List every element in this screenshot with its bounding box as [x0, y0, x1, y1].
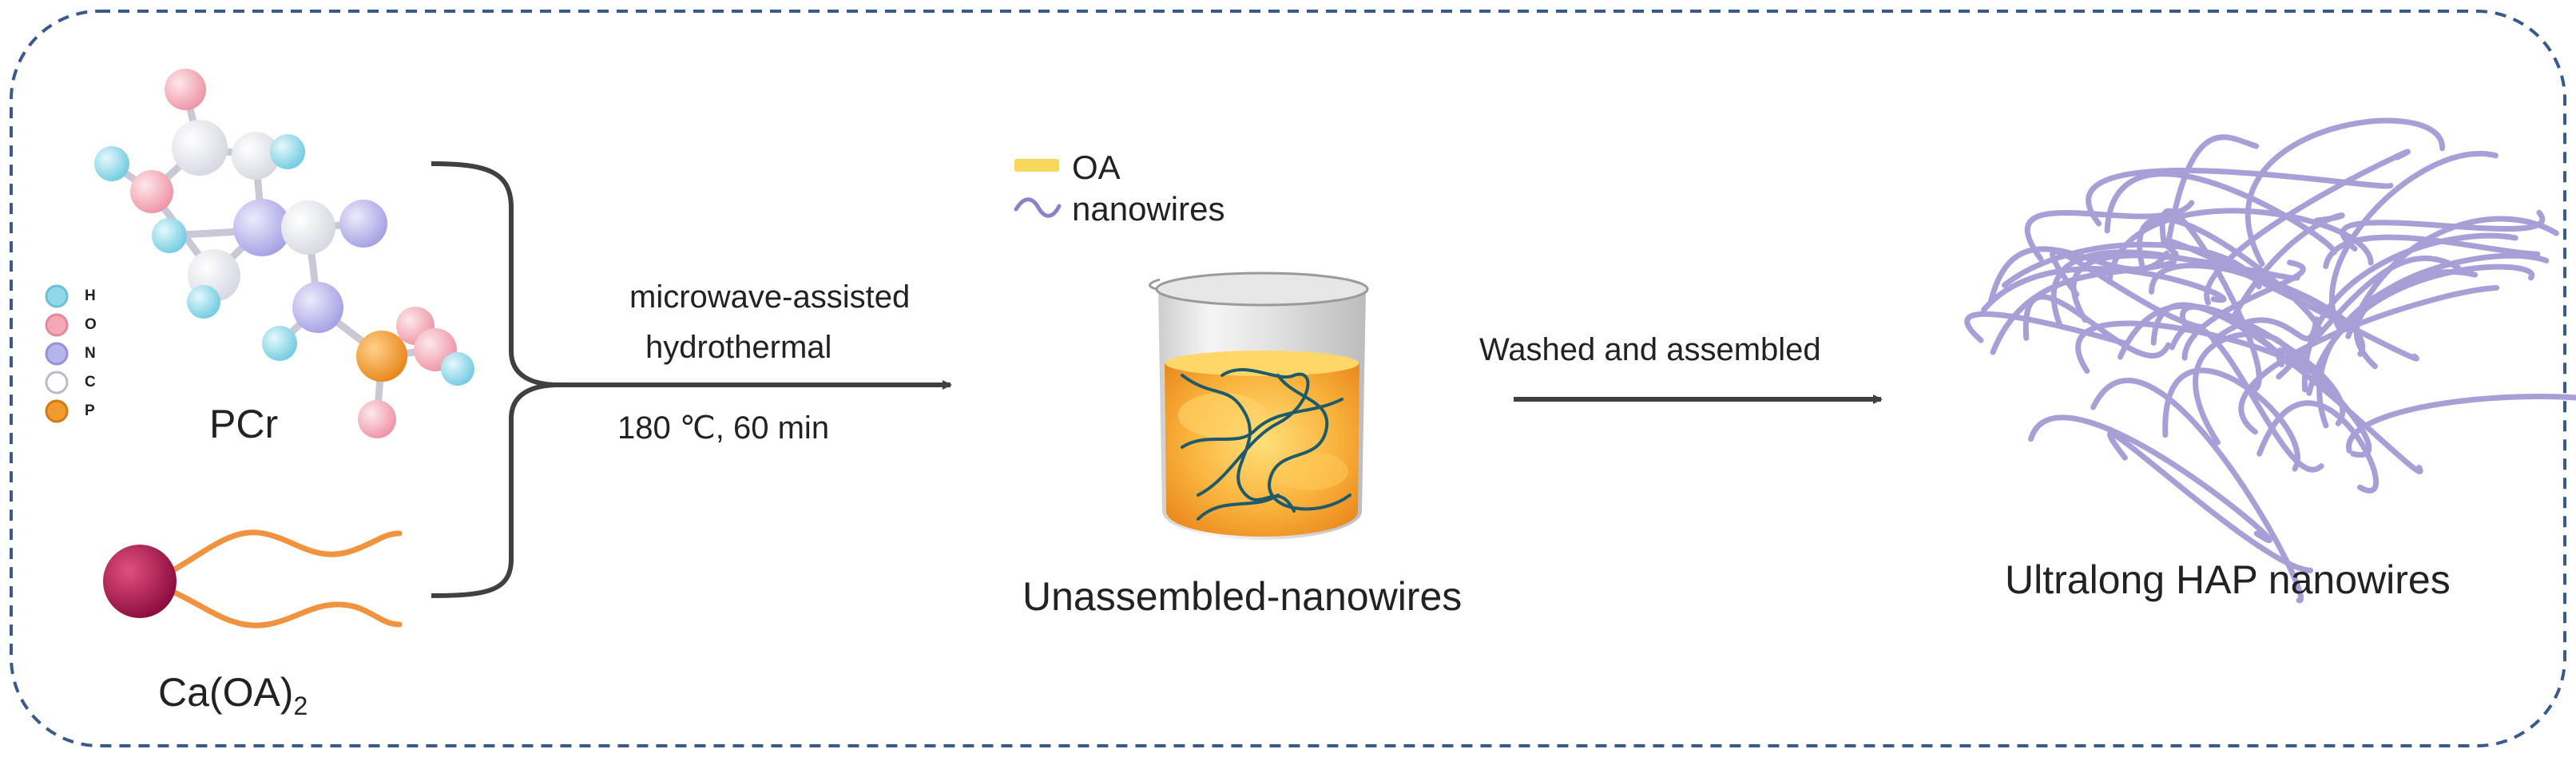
nanowire-strand — [2328, 151, 2499, 332]
legend-label-n: N — [85, 345, 96, 362]
nanowire-strand — [2181, 260, 2306, 361]
nanowire-strand — [2162, 238, 2419, 362]
nanowire-strand — [1990, 259, 2177, 355]
hap-nanowire-bundle — [1964, 117, 2576, 604]
nanowire-strand — [2256, 400, 2380, 493]
nanowire-strand — [2104, 171, 2337, 256]
nanowire-strand — [2028, 414, 2272, 544]
legend-dot-o — [45, 313, 69, 337]
nanowire-strand — [2323, 234, 2541, 270]
atom-legend — [45, 284, 69, 423]
nanowire-strand — [2231, 212, 2345, 319]
nanowire-strand — [2002, 241, 2262, 290]
legend-dot-p — [45, 399, 69, 423]
step1-conditions: 180 ℃, 60 min — [617, 410, 830, 446]
nanowire-strand — [1981, 266, 2227, 313]
nanowire-strand — [2345, 216, 2559, 339]
nanowire-strand — [2086, 168, 2394, 227]
beaker — [1149, 271, 1369, 540]
oa-legend-label: OA — [1072, 149, 1121, 186]
legend-dot-h — [45, 284, 69, 308]
caoa2-label-sub: 2 — [293, 692, 308, 720]
nanowire-strand — [2107, 430, 2314, 573]
pcr-molecule — [94, 69, 474, 438]
step1-line2: hydrothermal — [645, 330, 832, 365]
merge-bracket — [431, 161, 560, 598]
pcr-label: PCr — [209, 402, 279, 446]
nanowire-strand — [2238, 284, 2500, 435]
nanowire-strand — [2204, 149, 2411, 306]
caoa2-label-main: Ca(OA) — [158, 670, 294, 715]
step1-line1: microwave-assisted — [629, 279, 911, 315]
beaker-caption: Unassembled-nanowires — [1022, 574, 1463, 619]
nanowire-strand — [2165, 134, 2260, 248]
nanowire-strand — [2024, 200, 2195, 262]
step2-label: Washed and assembled — [1479, 332, 1821, 367]
nanowire-strand — [1964, 311, 2128, 347]
nanowire-strand — [2276, 256, 2462, 380]
legend-label-o: O — [85, 316, 97, 333]
legend-label-p: P — [85, 402, 95, 419]
nanowire-strand — [2169, 323, 2324, 473]
oa-legend-swatch — [1014, 159, 1059, 172]
nanowire-strand — [2302, 232, 2518, 393]
legend-label-h: H — [85, 287, 96, 304]
product-caption: Ultralong HAP nanowires — [2005, 557, 2451, 602]
nanowire-legend-symbol — [1014, 197, 1062, 218]
legend-dot-c — [45, 371, 69, 394]
caoa2-label: Ca(OA)2 — [158, 669, 308, 721]
nanowire-strand — [2162, 367, 2300, 472]
nanowire-strand — [2306, 264, 2535, 396]
nanowires-legend-label: nanowires — [1072, 190, 1225, 228]
dashed-frame — [10, 10, 2566, 747]
legend-label-c: C — [85, 374, 96, 390]
nanowire-strand — [2090, 377, 2304, 604]
caoa2-molecule — [103, 529, 403, 628]
legend-dot-n — [45, 342, 69, 366]
nanowire-strand — [2353, 252, 2550, 370]
